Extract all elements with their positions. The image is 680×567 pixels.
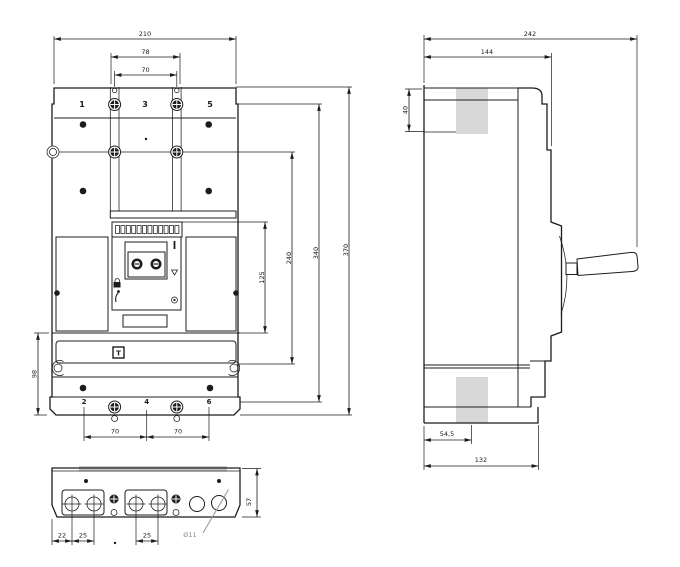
back-strip-shade — [79, 466, 227, 472]
padlock-icon — [113, 278, 121, 288]
dim-shoulder-spacing: 340 — [312, 247, 320, 259]
dim-overall-depth: 242 — [524, 30, 536, 38]
terminal-label-3: 3 — [142, 100, 148, 109]
dim-unit-height: 125 — [258, 271, 266, 283]
dim-pole-pitch-b: 70 — [174, 428, 182, 436]
bottom-view: Ø11 57 22 25 25 — [51, 466, 261, 545]
side-dimensions: 242 144 40 54,5 132 — [402, 30, 638, 470]
terminal-label-6: 6 — [207, 398, 212, 406]
dim-base-height: 98 — [31, 370, 39, 378]
terminal-label-2: 2 — [82, 398, 87, 406]
bottom-body-outline — [51, 467, 241, 518]
terminal-shade-bottom — [456, 377, 488, 423]
toggle-handle — [576, 251, 639, 277]
dim-mount-spacing: 240 — [285, 252, 293, 264]
test-button: T — [112, 346, 125, 359]
terminal-label-4: 4 — [144, 398, 149, 406]
dim-pole-pitch-a: 70 — [111, 428, 119, 436]
front-body-outline — [49, 87, 241, 416]
terminal-hole — [126, 494, 146, 514]
push-to-trip-button — [171, 296, 178, 304]
dim-edge-pitch: 22 — [58, 532, 66, 540]
terminal-hole — [62, 494, 82, 514]
case-screws — [54, 121, 239, 392]
terminal-hole — [84, 494, 104, 514]
rating-plug-strip — [115, 225, 180, 234]
bottom-dimensions: 57 22 25 25 — [51, 468, 261, 545]
terminal-hole — [148, 494, 168, 514]
dim-hole-pitch-a: 25 — [79, 532, 87, 540]
panel-mount-ear — [51, 360, 64, 376]
adjustment-dial — [150, 258, 162, 270]
test-button-label: T — [116, 350, 121, 358]
side-view: 242 144 40 54,5 132 — [402, 30, 639, 470]
mounting-hole — [46, 145, 60, 159]
front-view: T 1 3 5 2 4 6 210 — [31, 30, 352, 441]
handle-travel-arc — [559, 235, 568, 315]
keyhole-slots — [111, 414, 181, 422]
terminal-screw — [170, 98, 184, 111]
hole-leader-line — [202, 489, 229, 534]
front-dimensions: 210 78 70 125 240 340 370 98 — [31, 30, 352, 441]
trip-indicator-triangle — [170, 269, 179, 276]
terminal-screw — [108, 400, 122, 414]
dim-base-depth: 132 — [475, 456, 487, 464]
lever-icon — [115, 290, 120, 303]
dim-overall-height: 370 — [342, 244, 350, 256]
side-front-profile — [518, 87, 563, 407]
rating-label-window — [122, 314, 168, 328]
panel-mount-ear — [228, 360, 241, 376]
adjustment-dial — [131, 258, 143, 270]
dim-hole-offset: 54,5 — [440, 430, 454, 438]
trip-unit — [111, 236, 182, 328]
dim-hole-spacing: 70 — [141, 66, 149, 74]
terminal-screw — [108, 98, 122, 111]
dim-hole-pitch-b: 25 — [143, 532, 151, 540]
handle-shaft — [565, 262, 578, 275]
terminal-screw — [170, 400, 184, 414]
dim-body-depth: 144 — [481, 48, 493, 56]
terminal-shade-top — [456, 88, 488, 134]
barrier-screws — [109, 494, 181, 516]
terminal-label-1: 1 — [79, 100, 85, 109]
dim-overall-width: 210 — [139, 30, 151, 38]
dim-top-offset: 40 — [402, 106, 410, 114]
mounting-screw — [170, 145, 184, 159]
round-opening — [189, 496, 205, 512]
dim-mount-hole: Ø11 — [183, 531, 196, 539]
terminal-label-5: 5 — [207, 100, 213, 109]
mounting-screw — [108, 145, 122, 159]
dim-tab-spacing: 78 — [141, 48, 149, 56]
dim-depth: 57 — [245, 498, 253, 506]
